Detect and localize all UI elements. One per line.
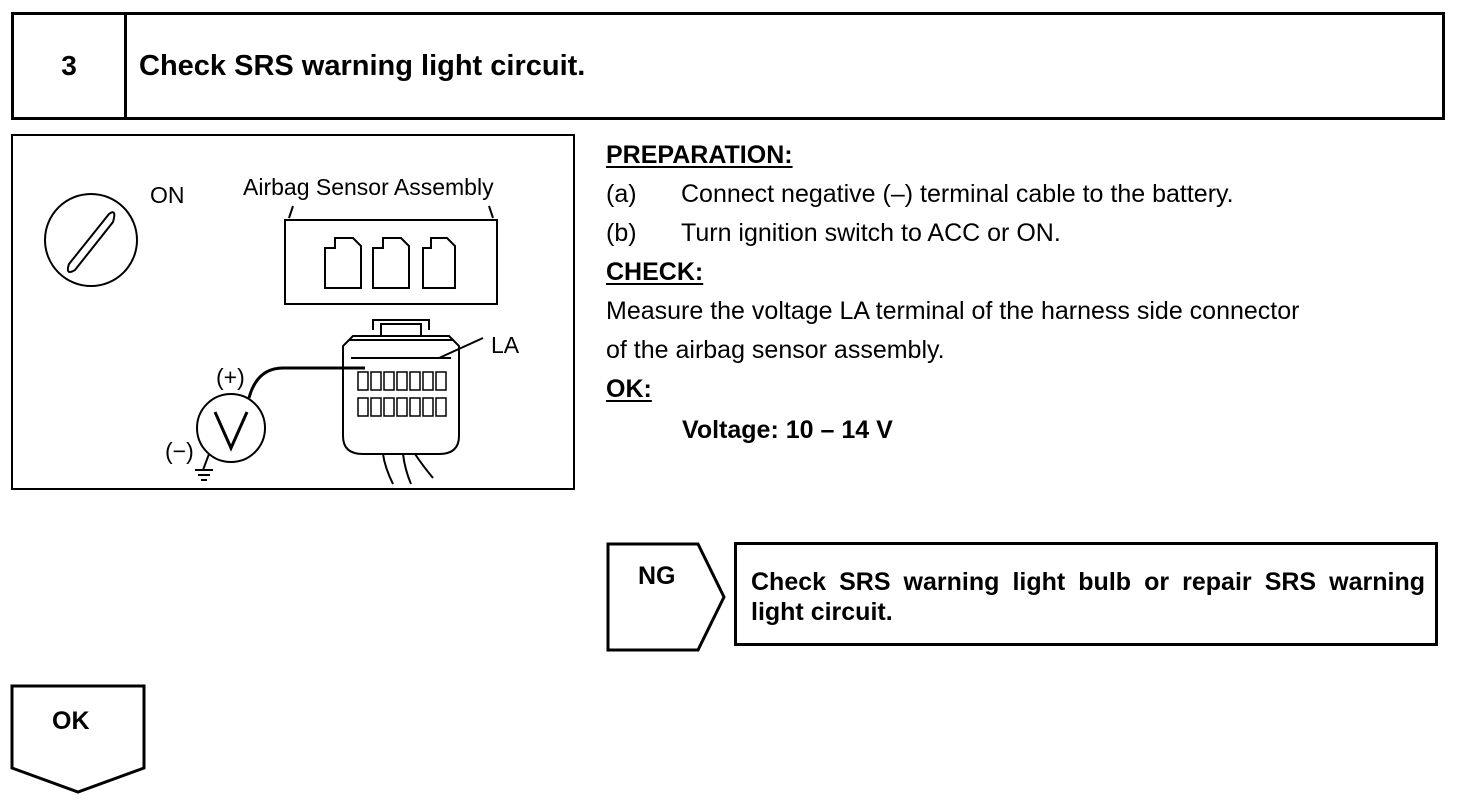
procedure-text: PREPARATION: (a) Connect negative (–) te… [606, 136, 1456, 450]
ok-label: OK [52, 707, 90, 735]
ignition-key-icon [44, 193, 138, 287]
preparation-heading: PREPARATION: [606, 141, 793, 169]
voltmeter-icon [196, 393, 266, 463]
ignition-on-label: ON [150, 182, 185, 208]
ok-heading: OK: [606, 375, 652, 403]
diagram-drawing [44, 193, 498, 485]
check-text-line-1: Measure the voltage LA terminal of the h… [606, 297, 1300, 325]
connector-icon [342, 319, 484, 485]
preparation-step-b: (b) Turn ignition switch to ACC or ON. [606, 214, 1456, 253]
step-mark: (b) [606, 219, 637, 247]
wiring-diagram: ON Airbag Sensor Assembly LA (+) (−) [11, 134, 575, 490]
sensor-assembly-label: Airbag Sensor Assembly [243, 174, 494, 200]
preparation-step-a: (a) Connect negative (–) terminal cable … [606, 175, 1456, 214]
step-title: Check SRS warning light circuit. [139, 49, 586, 82]
negative-probe-label: (−) [165, 438, 194, 464]
step-text: Connect negative (–) terminal cable to t… [681, 180, 1234, 208]
airbag-sensor-icon [284, 205, 498, 305]
ok-arrow-icon [10, 684, 146, 794]
step-number: 3 [14, 15, 127, 117]
check-heading: CHECK: [606, 258, 704, 286]
positive-probe-label: (+) [216, 364, 245, 390]
voltage-spec: Voltage: 10 – 14 V [682, 416, 893, 444]
ng-label: NG [638, 562, 676, 590]
terminal-la-label: LA [491, 332, 520, 358]
ng-result-box: Check SRS warning light bulb or repair S… [734, 542, 1438, 646]
step-text: Turn ignition switch to ACC or ON. [681, 219, 1061, 247]
check-text-line-2: of the airbag sensor assembly. [606, 336, 945, 364]
step-header: 3 Check SRS warning light circuit. [11, 12, 1445, 120]
ng-arrow-icon [606, 542, 726, 652]
ground-icon [195, 453, 213, 481]
step-mark: (a) [606, 180, 637, 208]
